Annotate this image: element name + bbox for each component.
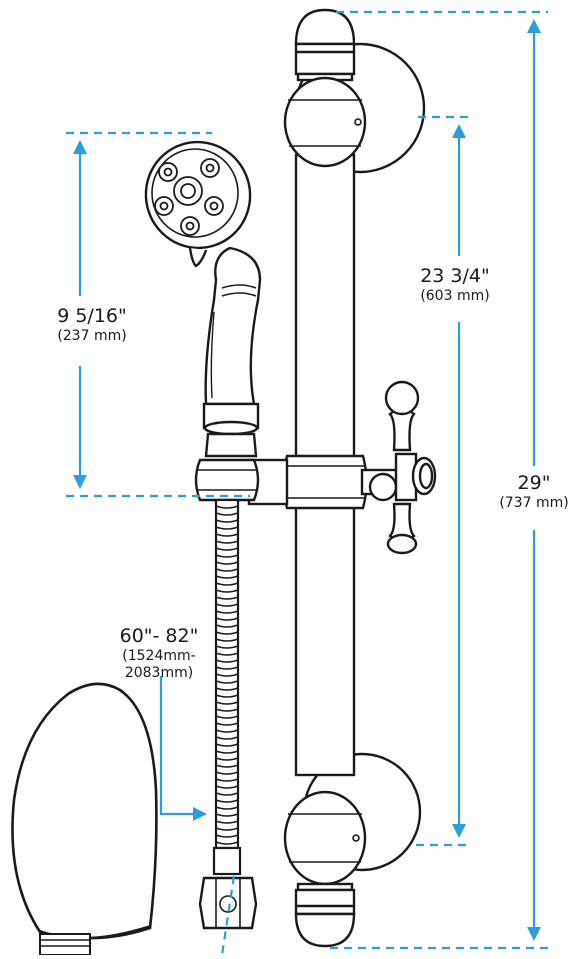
wall-supply-elbow <box>11 682 158 956</box>
hose-ring <box>215 617 239 621</box>
hose-ring <box>215 568 239 572</box>
hose-ring <box>215 778 239 782</box>
hose-ring <box>215 806 239 810</box>
overall-metric: (737 mm) <box>499 494 569 511</box>
handshower-handle <box>204 246 262 406</box>
hose-ring <box>215 736 239 740</box>
holder-bracket <box>204 432 258 458</box>
handshower <box>144 140 262 502</box>
hose-ring <box>215 533 239 537</box>
hose-ring <box>215 799 239 803</box>
slide-bar-imperial: 23 3/4" <box>420 265 490 287</box>
hose-ring <box>215 631 239 635</box>
hose-ring <box>215 554 239 558</box>
hose-ring <box>215 624 239 628</box>
slide-bar <box>247 8 426 948</box>
top-bulb <box>283 76 367 168</box>
shower-hose <box>198 498 258 930</box>
hose-dimension-label: 60"- 82" (1524mm- 2083mm) <box>100 625 218 683</box>
hose-leader <box>159 676 207 821</box>
hose-ring <box>215 575 239 579</box>
hose-ring <box>215 519 239 523</box>
hose-ring <box>215 512 239 516</box>
hose-ring <box>215 673 239 677</box>
hose-ring <box>215 729 239 733</box>
hose-ring <box>215 715 239 719</box>
overall-imperial: 29" <box>517 472 551 494</box>
bottom-end-cap <box>294 912 356 948</box>
hose-ring <box>215 659 239 663</box>
handshower-imperial: 9 5/16" <box>57 305 127 327</box>
hose-ring <box>215 757 239 761</box>
dimension-lines <box>66 10 548 956</box>
hose-ring <box>215 722 239 726</box>
slide-bar-metric: (603 mm) <box>420 287 490 304</box>
hose-ring <box>215 764 239 768</box>
hose-ring <box>215 792 239 796</box>
hose-ring <box>215 834 239 838</box>
hose-ring <box>215 827 239 831</box>
hose-ring <box>215 526 239 530</box>
overall-dimension-label: 29" (737 mm) <box>488 472 580 511</box>
hose-ring <box>215 645 239 649</box>
hose-ring <box>215 680 239 684</box>
hose-imperial: 60"- 82" <box>119 625 199 647</box>
hose-ring <box>215 589 239 593</box>
hose-ring <box>215 540 239 544</box>
hose-ferrule <box>212 846 242 876</box>
hose-ring <box>215 666 239 670</box>
hose-ring <box>215 582 239 586</box>
hose-ring <box>215 820 239 824</box>
hose-ring <box>215 596 239 600</box>
hose-metric-line1: (1524mm- <box>122 647 196 664</box>
hose-ring <box>215 561 239 565</box>
slider-collar <box>282 454 368 510</box>
hose-ring <box>215 708 239 712</box>
hose-metric-line2: 2083mm) <box>124 665 194 682</box>
hose-ring <box>215 652 239 656</box>
hose-ring <box>215 841 239 845</box>
cross-handle <box>360 380 437 555</box>
hose-ring <box>215 743 239 747</box>
hose-ring <box>215 701 239 705</box>
handshower-metric: (237 mm) <box>57 327 127 344</box>
spray-nozzles <box>154 158 224 236</box>
hose-ring <box>215 610 239 614</box>
hose-ring <box>215 505 239 509</box>
hose-ring <box>215 694 239 698</box>
hose-ring <box>215 638 239 642</box>
hose-ring <box>215 750 239 754</box>
hose-ring <box>215 687 239 691</box>
top-end-cap <box>294 8 356 46</box>
hose-ring <box>215 785 239 789</box>
hose-ring <box>215 547 239 551</box>
hose-ring <box>215 771 239 775</box>
handshower-dimension-label: 9 5/16" (237 mm) <box>44 305 140 344</box>
slide-bar-dimension-label: 23 3/4" (603 mm) <box>406 265 504 304</box>
hose-ring <box>215 813 239 817</box>
hose-ring <box>215 603 239 607</box>
